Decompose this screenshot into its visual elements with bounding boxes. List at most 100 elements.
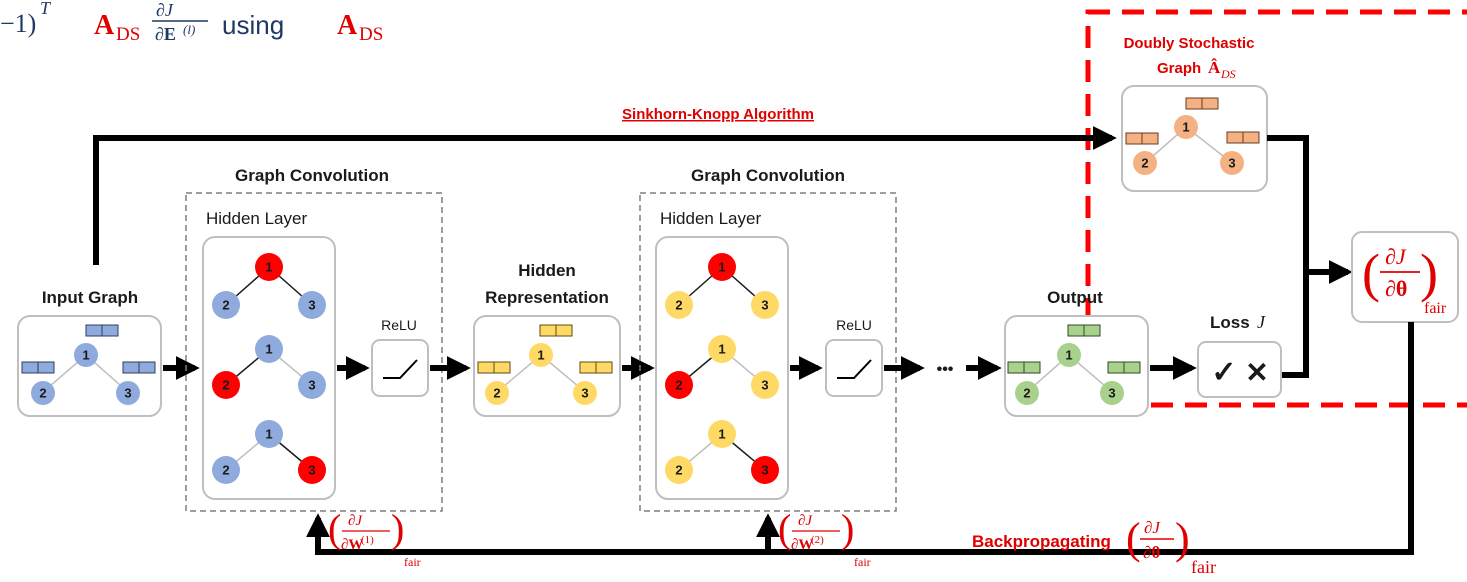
svg-text:∂θ: ∂θ bbox=[1385, 276, 1407, 301]
hidden-representation: 1 2 3 bbox=[473, 315, 621, 417]
svg-text:Graph: Graph bbox=[1157, 60, 1201, 77]
svg-text:1: 1 bbox=[718, 260, 725, 275]
svg-text:2: 2 bbox=[675, 463, 682, 478]
svg-text:2: 2 bbox=[1141, 156, 1148, 171]
svg-text:2: 2 bbox=[493, 386, 500, 401]
svg-text:1: 1 bbox=[718, 427, 725, 442]
backprop-label: Backpropagating ( ∂J ∂θ ) fair bbox=[972, 514, 1216, 577]
svg-text:Backpropagating: Backpropagating bbox=[972, 532, 1111, 551]
gradient-w1: ( ∂J ∂W (1) ) fair bbox=[328, 506, 421, 569]
svg-text:(: ( bbox=[1126, 514, 1141, 563]
hidden-rep-label-2: Representation bbox=[485, 288, 609, 307]
formula-frac-den-sup: (l) bbox=[183, 22, 195, 37]
hidden-layer-1: 1 2 3 1 2 3 1 2 3 bbox=[202, 236, 336, 500]
check-icon: ✓ bbox=[1211, 356, 1236, 389]
svg-text:2: 2 bbox=[675, 298, 682, 313]
svg-text:∂W: ∂W bbox=[791, 537, 813, 553]
cross-icon: ✕ bbox=[1245, 357, 1268, 388]
svg-text:∂J: ∂J bbox=[348, 513, 363, 529]
formula-a: A bbox=[94, 10, 115, 41]
backprop-to-conv1-arrow bbox=[306, 513, 768, 555]
svg-text:3: 3 bbox=[308, 298, 315, 313]
hidden-layer-2: 1 2 3 1 2 3 1 2 3 bbox=[655, 236, 789, 500]
formula-frac-num: ∂J bbox=[156, 0, 174, 20]
svg-text:3: 3 bbox=[581, 386, 588, 401]
svg-text:1: 1 bbox=[265, 427, 272, 442]
loss-label: Loss J bbox=[1210, 312, 1266, 332]
svg-text:): ) bbox=[841, 506, 854, 551]
doubly-graph-label: Graph Â DS bbox=[1157, 58, 1236, 81]
svg-text:2: 2 bbox=[675, 378, 682, 393]
node-3 bbox=[1220, 151, 1244, 175]
doubly-to-gradient-arrow bbox=[1267, 135, 1353, 284]
svg-text:2: 2 bbox=[222, 298, 229, 313]
node-2 bbox=[1133, 151, 1157, 175]
svg-text:∂J: ∂J bbox=[1385, 244, 1407, 269]
svg-text:1: 1 bbox=[718, 342, 725, 357]
svg-text:1: 1 bbox=[537, 348, 544, 363]
svg-text:1: 1 bbox=[1065, 348, 1072, 363]
svg-text:): ) bbox=[1175, 514, 1190, 563]
output-graph: 1 2 3 bbox=[1004, 315, 1149, 417]
backprop-line bbox=[768, 322, 1414, 555]
svg-text:(2): (2) bbox=[811, 534, 824, 546]
input-graph-label: Input Graph bbox=[42, 288, 138, 307]
doubly-stochastic-graph: 1 2 3 bbox=[1121, 85, 1268, 192]
formula-a2-sub: DS bbox=[359, 24, 383, 45]
svg-text:∂J: ∂J bbox=[1144, 518, 1161, 537]
svg-text:(: ( bbox=[1362, 243, 1380, 303]
sinkhorn-arrow bbox=[93, 126, 1117, 265]
formula-a2: A bbox=[337, 10, 358, 41]
svg-text:): ) bbox=[1420, 243, 1438, 303]
node-1 bbox=[1174, 115, 1198, 139]
input-graph: 1 2 3 bbox=[17, 315, 162, 417]
svg-text:(: ( bbox=[778, 506, 791, 551]
svg-text:∂J: ∂J bbox=[798, 513, 813, 529]
svg-text:1: 1 bbox=[1182, 120, 1189, 135]
svg-text:fair: fair bbox=[854, 555, 871, 569]
svg-text:fair: fair bbox=[1424, 300, 1447, 317]
svg-text:3: 3 bbox=[761, 463, 768, 478]
doubly-stochastic-label: Doubly Stochastic bbox=[1124, 35, 1255, 52]
svg-text:1: 1 bbox=[82, 348, 89, 363]
formula-sup: T bbox=[40, 0, 52, 18]
relu-2-label: ReLU bbox=[836, 317, 872, 333]
relu-1-label: ReLU bbox=[381, 317, 417, 333]
gradient-w2: ( ∂J ∂W (2) ) fair bbox=[778, 506, 871, 569]
svg-text:3: 3 bbox=[1228, 156, 1235, 171]
svg-text:(: ( bbox=[328, 506, 341, 551]
svg-text:∂θ: ∂θ bbox=[1143, 543, 1160, 562]
svg-text:J: J bbox=[1257, 312, 1266, 332]
svg-text:3: 3 bbox=[761, 298, 768, 313]
graph-conv-2-label: Graph Convolution bbox=[691, 166, 845, 185]
final-gradient: ( ∂J ∂θ ) fair bbox=[1351, 231, 1459, 323]
fairness-region-border bbox=[1085, 9, 1467, 408]
svg-text:fair: fair bbox=[404, 555, 421, 569]
ellipsis: ••• bbox=[937, 361, 954, 378]
graph-conv-1-box bbox=[185, 192, 443, 512]
hidden-layer-1-label: Hidden Layer bbox=[206, 209, 307, 228]
svg-text:DS: DS bbox=[1220, 67, 1236, 81]
top-formula: −1) T A DS ∂J ∂E (l) using A DS bbox=[0, 0, 383, 45]
formula-using: using bbox=[222, 10, 284, 40]
graph-conv-1-label: Graph Convolution bbox=[235, 166, 389, 185]
svg-text:3: 3 bbox=[761, 378, 768, 393]
svg-text:2: 2 bbox=[1023, 386, 1030, 401]
formula-left: −1) bbox=[0, 9, 36, 38]
output-label: Output bbox=[1047, 288, 1103, 307]
sinkhorn-label: Sinkhorn-Knopp Algorithm bbox=[622, 106, 814, 123]
svg-text:fair: fair bbox=[1191, 557, 1216, 577]
svg-text:2: 2 bbox=[222, 378, 229, 393]
svg-text:3: 3 bbox=[308, 463, 315, 478]
svg-text:1: 1 bbox=[265, 342, 272, 357]
relu-2-box bbox=[825, 339, 883, 397]
loss-box: ✓ ✕ bbox=[1197, 341, 1282, 398]
formula-a-sub: DS bbox=[116, 24, 140, 45]
svg-text:3: 3 bbox=[1108, 386, 1115, 401]
hidden-layer-2-label: Hidden Layer bbox=[660, 209, 761, 228]
svg-text:Loss: Loss bbox=[1210, 313, 1250, 332]
relu-1-box bbox=[371, 339, 429, 397]
svg-text:2: 2 bbox=[39, 386, 46, 401]
svg-text:1: 1 bbox=[265, 260, 272, 275]
